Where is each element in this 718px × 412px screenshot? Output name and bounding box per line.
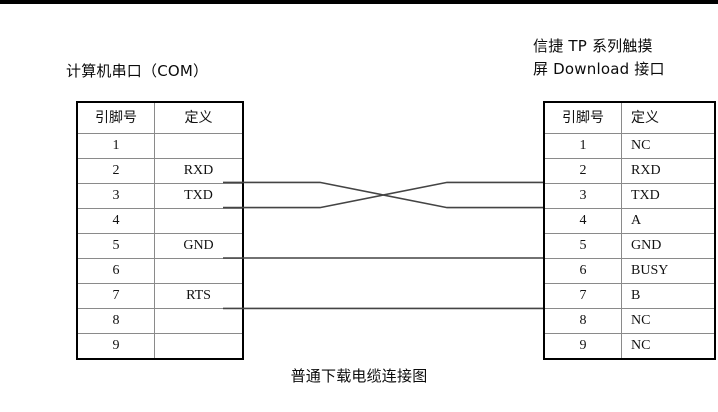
pin-number-cell: 4 xyxy=(76,208,155,234)
pin-definition-cell: A xyxy=(621,208,716,234)
pin-definition-cell: NC xyxy=(621,333,716,360)
top-divider-rule xyxy=(0,0,718,4)
table-row: 1 xyxy=(76,133,244,159)
table-row: 9 xyxy=(76,333,244,360)
pin-definition-cell xyxy=(154,208,244,234)
table-row: 8 xyxy=(76,308,244,334)
pin-number-cell: 1 xyxy=(76,133,155,159)
pin-number-cell: 3 xyxy=(76,183,155,209)
pin-definition-cell: TXD xyxy=(621,183,716,209)
right-panel-title-line2: 屏 Download 接口 xyxy=(533,60,665,78)
pin-number-cell: 8 xyxy=(543,308,622,334)
pin-definition-cell xyxy=(154,258,244,284)
pin-number-cell: 6 xyxy=(76,258,155,284)
table-header-row: 引脚号 定义 xyxy=(543,101,716,134)
pin-definition-cell: GND xyxy=(621,233,716,259)
table-row: 4 xyxy=(76,208,244,234)
right-header-definition: 定义 xyxy=(621,101,716,134)
pin-definition-cell xyxy=(154,333,244,360)
left-panel-title: 计算机串口（COM） xyxy=(66,62,209,80)
right-panel-title: 信捷 TP 系列触摸 屏 Download 接口 xyxy=(533,35,665,81)
pin-definition-cell: BUSY xyxy=(621,258,716,284)
pin-number-cell: 2 xyxy=(76,158,155,184)
right-panel-title-line1: 信捷 TP 系列触摸 xyxy=(533,37,653,55)
pin-number-cell: 6 xyxy=(543,258,622,284)
right-header-pin: 引脚号 xyxy=(543,101,622,134)
pin-definition-cell xyxy=(154,308,244,334)
pin-number-cell: 9 xyxy=(543,333,622,360)
wire-txd-rxd-cross xyxy=(223,181,543,209)
table-header-row: 引脚号 定义 xyxy=(76,101,244,134)
pin-number-cell: 5 xyxy=(543,233,622,259)
pin-definition-cell: NC xyxy=(621,133,716,159)
wire-rxd-txd-cross xyxy=(223,181,543,209)
pin-number-cell: 3 xyxy=(543,183,622,209)
pin-number-cell: 7 xyxy=(543,283,622,309)
pin-number-cell: 5 xyxy=(76,233,155,259)
left-header-definition: 定义 xyxy=(154,101,244,134)
pin-definition-cell: RTS xyxy=(154,283,244,309)
table-row: 6 xyxy=(76,258,244,284)
pin-number-cell: 4 xyxy=(543,208,622,234)
pin-number-cell: 2 xyxy=(543,158,622,184)
diagram-caption: 普通下载电缆连接图 xyxy=(290,367,428,385)
pin-number-cell: 7 xyxy=(76,283,155,309)
pin-number-cell: 8 xyxy=(76,308,155,334)
pin-definition-cell xyxy=(154,133,244,159)
pin-definition-cell: RXD xyxy=(154,158,244,184)
pin-definition-cell: TXD xyxy=(154,183,244,209)
pin-number-cell: 9 xyxy=(76,333,155,360)
pin-definition-cell: NC xyxy=(621,308,716,334)
pin-definition-cell: B xyxy=(621,283,716,309)
pin-definition-cell: RXD xyxy=(621,158,716,184)
pin-number-cell: 1 xyxy=(543,133,622,159)
pin-definition-cell: GND xyxy=(154,233,244,259)
left-header-pin: 引脚号 xyxy=(76,101,155,134)
